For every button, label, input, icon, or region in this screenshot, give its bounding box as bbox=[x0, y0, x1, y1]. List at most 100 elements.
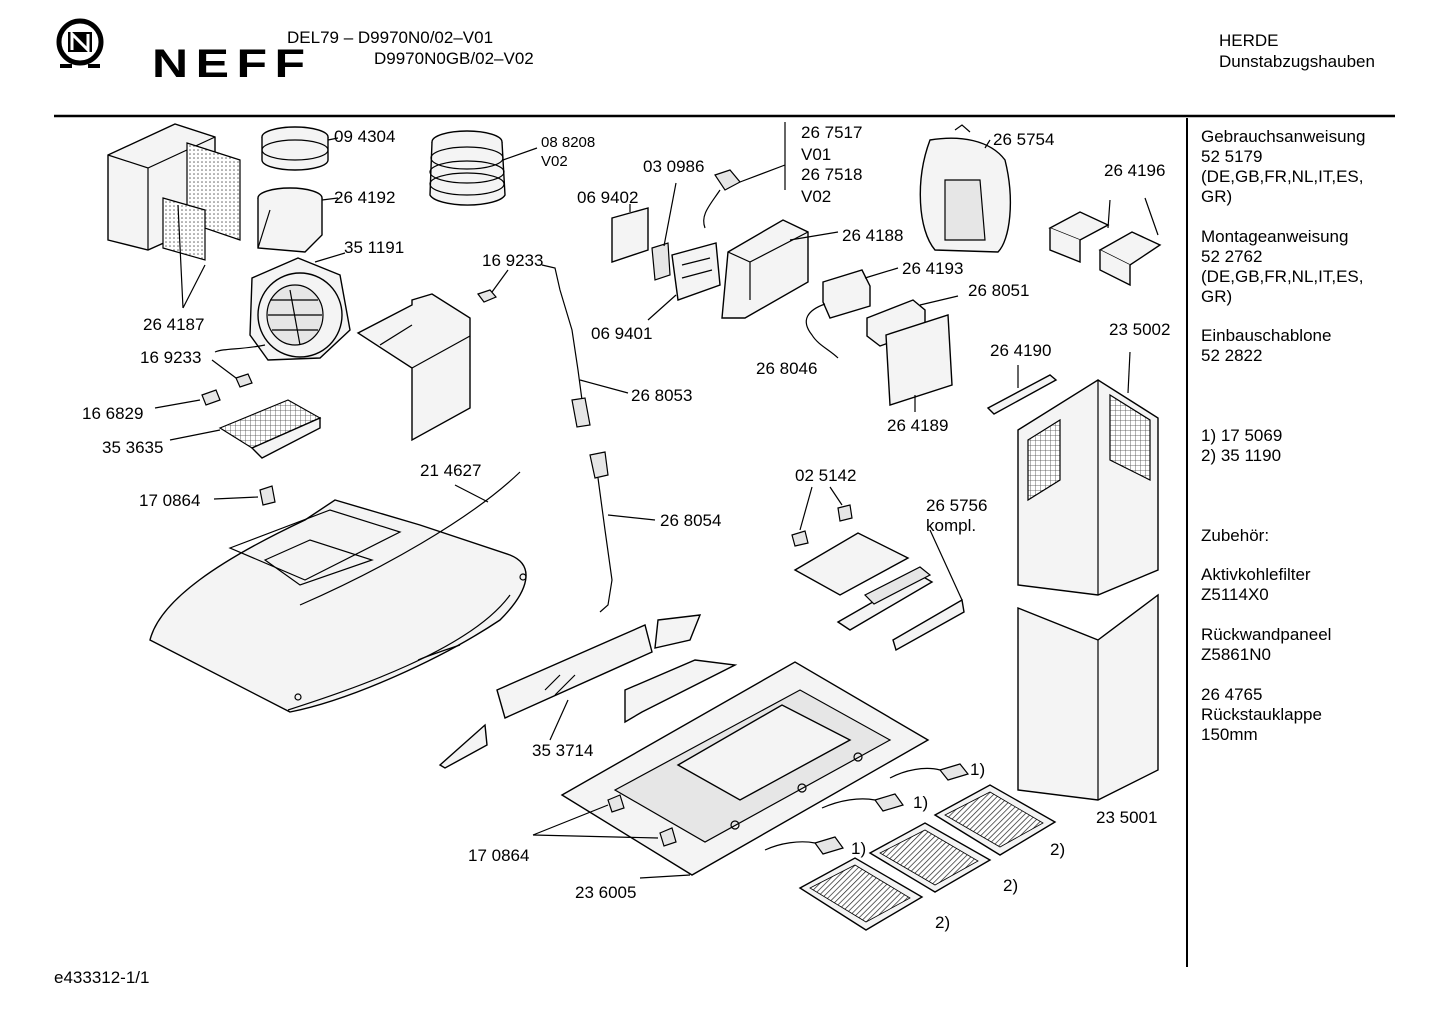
label-030986: 03 0986 bbox=[643, 157, 705, 176]
part-025142-knobs bbox=[791, 486, 853, 547]
label-268051: 26 8051 bbox=[968, 281, 1030, 300]
part-264196-clips bbox=[1048, 197, 1162, 287]
part-353635-grease-filter bbox=[169, 399, 322, 459]
label-note2-a: 2) bbox=[1050, 840, 1066, 859]
label-264187: 26 4187 bbox=[143, 315, 205, 334]
label-088208-version: V02 bbox=[541, 153, 568, 170]
label-267518-version: V02 bbox=[801, 187, 832, 206]
acc3-title: Rückstauklappe bbox=[1201, 705, 1322, 724]
label-353714: 35 3714 bbox=[532, 741, 594, 760]
label-note1-c: 1) bbox=[851, 839, 867, 858]
part-235001-chimney-lower bbox=[1017, 593, 1159, 801]
mount-title: Montageanweisung bbox=[1201, 227, 1349, 246]
sidebar-accessory-2: Rückwandpaneel Z5861N0 bbox=[1201, 625, 1331, 665]
model-line-2: D9970N0GB/02–V02 bbox=[374, 49, 534, 68]
part-mounting-plate bbox=[356, 293, 471, 442]
label-265756-kompl: kompl. bbox=[926, 516, 977, 535]
part-351191-fan bbox=[214, 252, 351, 361]
part-264188-bracket bbox=[721, 219, 839, 319]
part-169233-clip-a bbox=[477, 269, 509, 303]
label-088208: 08 8208 bbox=[541, 134, 596, 151]
label-264188: 26 4188 bbox=[842, 226, 904, 245]
part-069401-board bbox=[647, 242, 721, 321]
sidebar-accessories-title: Zubehör: bbox=[1201, 526, 1269, 546]
label-264193: 26 4193 bbox=[902, 259, 964, 278]
acc3-code: 26 4765 bbox=[1201, 685, 1263, 704]
mount-number: 52 2762 bbox=[1201, 247, 1263, 266]
label-264190: 26 4190 bbox=[990, 341, 1052, 360]
part-088208-collar bbox=[429, 130, 538, 206]
sidebar-notes: 1) 17 5069 2) 35 1190 bbox=[1201, 426, 1282, 466]
label-note2-b: 2) bbox=[1003, 876, 1019, 895]
part-170864-clip-a bbox=[213, 485, 276, 506]
part-236005-base-tray bbox=[532, 661, 930, 879]
label-265756: 26 5756 bbox=[926, 496, 988, 515]
template-number: 52 2822 bbox=[1201, 346, 1263, 365]
label-268053: 26 8053 bbox=[631, 386, 693, 405]
label-236005: 23 6005 bbox=[575, 883, 637, 902]
part-268053-cable bbox=[541, 264, 629, 428]
label-note2-c: 2) bbox=[935, 913, 951, 932]
label-351191: 35 1191 bbox=[344, 238, 405, 257]
label-267517-version: V01 bbox=[801, 145, 832, 164]
label-268046: 26 8046 bbox=[756, 359, 818, 378]
template-title: Einbauschablone bbox=[1201, 326, 1332, 345]
part-235002-chimney-upper bbox=[1017, 351, 1159, 596]
part-166829-clip bbox=[154, 389, 221, 409]
part-169233-clip-b bbox=[211, 359, 253, 388]
part-353714-glass bbox=[438, 614, 702, 769]
acc2-code: Z5861N0 bbox=[1201, 645, 1271, 664]
part-265756-control-board bbox=[793, 529, 965, 652]
label-025142: 02 5142 bbox=[795, 466, 857, 485]
part-264189-cover bbox=[885, 314, 953, 412]
note-2: 2) 35 1190 bbox=[1201, 446, 1282, 465]
part-264187-filter-box bbox=[107, 123, 241, 309]
part-268054-cable bbox=[589, 451, 656, 613]
label-268054: 26 8054 bbox=[660, 511, 722, 530]
part-069402-bracket bbox=[611, 182, 677, 281]
category-line-2: Dunstabzugshauben bbox=[1219, 52, 1375, 71]
mount-langs-2: GR) bbox=[1201, 287, 1233, 306]
label-264189: 26 4189 bbox=[887, 416, 949, 435]
mount-langs-1: (DE,GB,FR,NL,IT,ES, bbox=[1201, 267, 1364, 286]
label-353635: 35 3635 bbox=[102, 438, 164, 457]
acc1-title: Aktivkohlefilter bbox=[1201, 565, 1311, 584]
label-170864-a: 17 0864 bbox=[139, 491, 201, 510]
label-069401: 06 9401 bbox=[591, 324, 653, 343]
manual-title: Gebrauchsanweisung bbox=[1201, 127, 1366, 146]
label-267517: 26 7517 bbox=[801, 123, 863, 142]
sidebar-accessory-3: 26 4765 Rückstauklappe 150mm bbox=[1201, 685, 1322, 745]
label-264192: 26 4192 bbox=[334, 188, 396, 207]
part-264192-adapter bbox=[257, 187, 339, 253]
manual-langs-1: (DE,GB,FR,NL,IT,ES, bbox=[1201, 167, 1364, 186]
part-264193-capacitor bbox=[805, 267, 899, 359]
label-169233-b: 16 9233 bbox=[140, 348, 202, 367]
accessories-title: Zubehör: bbox=[1201, 526, 1270, 545]
footer-code: e433312-1/1 bbox=[54, 968, 150, 987]
acc2-title: Rückwandpaneel bbox=[1201, 625, 1332, 644]
label-166829: 16 6829 bbox=[82, 404, 144, 423]
part-deflector bbox=[624, 659, 738, 724]
sidebar-accessory-1: Aktivkohlefilter Z5114X0 bbox=[1201, 565, 1311, 605]
neff-logo: NEFF bbox=[52, 18, 305, 84]
model-line-1: DEL79 – D9970N0/02–V01 bbox=[287, 28, 494, 47]
label-note1-b: 1) bbox=[913, 793, 929, 812]
label-214627: 21 4627 bbox=[420, 461, 482, 480]
part-265754-bag bbox=[919, 124, 1012, 253]
label-235002: 23 5002 bbox=[1109, 320, 1171, 339]
manual-number: 52 5179 bbox=[1201, 147, 1263, 166]
label-169233-a: 16 9233 bbox=[482, 251, 544, 270]
brand-wordmark: NEFF bbox=[152, 42, 313, 86]
sidebar-manual: Gebrauchsanweisung 52 5179 (DE,GB,FR,NL,… bbox=[1201, 127, 1365, 207]
category-line-1: HERDE bbox=[1219, 31, 1279, 50]
label-069402: 06 9402 bbox=[577, 188, 639, 207]
label-265754: 26 5754 bbox=[993, 130, 1055, 149]
label-264196: 26 4196 bbox=[1104, 161, 1166, 180]
part-094304-ring bbox=[261, 126, 339, 171]
label-235001: 23 5001 bbox=[1096, 808, 1158, 827]
sidebar-template: Einbauschablone 52 2822 bbox=[1201, 326, 1331, 366]
manual-langs-2: GR) bbox=[1201, 187, 1233, 206]
label-170864-b: 17 0864 bbox=[468, 846, 530, 865]
neff-omega-icon bbox=[56, 18, 104, 68]
